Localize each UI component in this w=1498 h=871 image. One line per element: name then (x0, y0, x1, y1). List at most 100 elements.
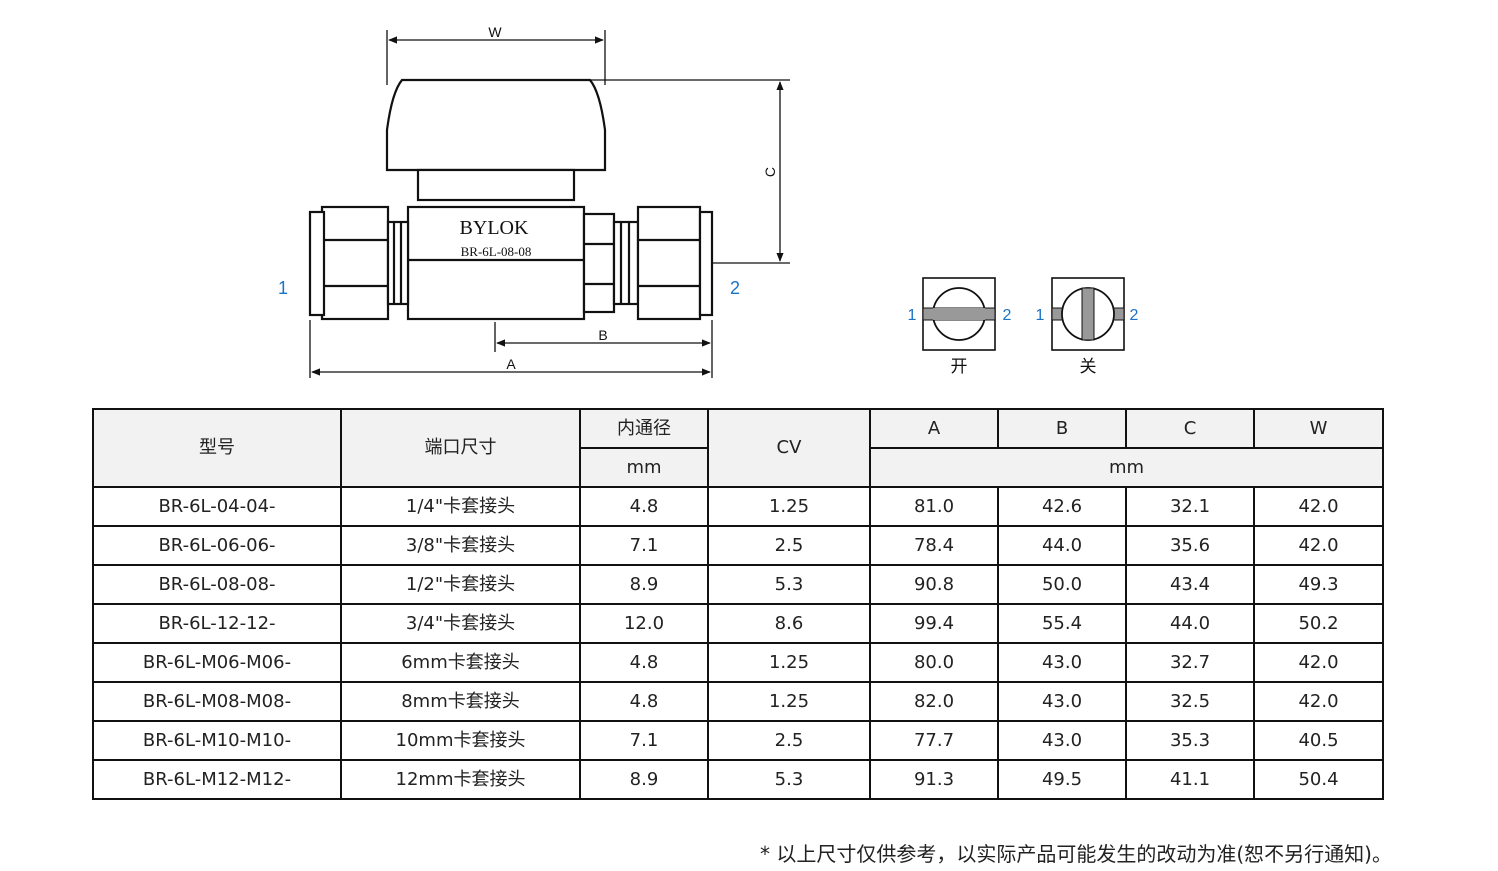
handle-state-open (922, 277, 996, 351)
cell-a: 99.4 (869, 603, 999, 644)
cell-a: 77.7 (869, 720, 999, 761)
cell-model: BR-6L-M06-M06- (92, 642, 342, 683)
cell-a: 80.0 (869, 642, 999, 683)
port-label-right: 2 (730, 278, 740, 298)
dimension-a (309, 320, 711, 378)
valve-body (308, 205, 714, 321)
table-unit-row: mm mm (93, 447, 1384, 488)
dimension-b (494, 320, 713, 378)
cell-b: 50.0 (997, 564, 1127, 605)
cell-c: 32.7 (1125, 642, 1255, 683)
disclaimer-note: * 以上尺寸仅供参考，以实际产品可能发生的改动为准(恕不另行通知)。 (760, 842, 1392, 866)
cell-c: 43.4 (1125, 564, 1255, 605)
cell-model: BR-6L-M12-M12- (92, 759, 342, 800)
cell-cv: 1.25 (707, 486, 871, 527)
cell-bore: 4.8 (579, 486, 709, 527)
cell-b: 55.4 (997, 603, 1127, 644)
cell-b: 43.0 (997, 720, 1127, 761)
cell-c: 41.1 (1125, 759, 1255, 800)
cell-c: 35.6 (1125, 525, 1255, 566)
cell-model: BR-6L-04-04- (92, 486, 342, 527)
cell-model: BR-6L-M10-M10- (92, 720, 342, 761)
cell-bore: 8.9 (579, 759, 709, 800)
cell-b: 43.0 (997, 642, 1127, 683)
header-bore-unit: mm (579, 447, 709, 488)
cell-bore: 4.8 (579, 681, 709, 722)
cell-w: 42.0 (1253, 525, 1384, 566)
cell-b: 49.5 (997, 759, 1127, 800)
cell-a: 82.0 (869, 681, 999, 722)
header-b: B (997, 408, 1127, 449)
handle-open-label: 开 (951, 357, 968, 377)
cell-a: 81.0 (869, 486, 999, 527)
dim-label-w: W (488, 24, 502, 40)
cell-bore: 7.1 (579, 720, 709, 761)
header-model: 型号 (92, 408, 342, 488)
header-w: W (1253, 408, 1384, 449)
cell-cv: 5.3 (707, 564, 871, 605)
dimension-w (386, 30, 606, 85)
cell-c: 44.0 (1125, 603, 1255, 644)
cell-port: 12mm卡套接头 (340, 759, 581, 800)
cell-a: 90.8 (869, 564, 999, 605)
cell-b: 43.0 (997, 681, 1127, 722)
handle-closed-port-right: 2 (1130, 307, 1139, 324)
cell-c: 32.1 (1125, 486, 1255, 527)
cell-model: BR-6L-12-12- (92, 603, 342, 644)
handle-state-closed (1051, 277, 1125, 351)
cell-bore: 4.8 (579, 642, 709, 683)
cell-a: 78.4 (869, 525, 999, 566)
cell-b: 42.6 (997, 486, 1127, 527)
cell-w: 49.3 (1253, 564, 1384, 605)
header-a: A (869, 408, 999, 449)
cell-bore: 7.1 (579, 525, 709, 566)
handle-closed-label: 关 (1080, 357, 1097, 377)
header-dim-unit: mm (869, 447, 1384, 488)
cell-cv: 1.25 (707, 681, 871, 722)
cell-cv: 5.3 (707, 759, 871, 800)
cell-port: 8mm卡套接头 (340, 681, 581, 722)
cell-c: 32.5 (1125, 681, 1255, 722)
cell-model: BR-6L-06-06- (92, 525, 342, 566)
cell-w: 42.0 (1253, 486, 1384, 527)
cell-w: 42.0 (1253, 642, 1384, 683)
header-c: C (1125, 408, 1255, 449)
cell-c: 35.3 (1125, 720, 1255, 761)
cell-cv: 8.6 (707, 603, 871, 644)
dim-label-a: A (506, 356, 516, 372)
cell-w: 42.0 (1253, 681, 1384, 722)
cell-port: 10mm卡套接头 (340, 720, 581, 761)
table-header-row: 型号 端口尺寸 内通径 CV A B C W (92, 408, 1384, 488)
cell-port: 6mm卡套接头 (340, 642, 581, 683)
body-model-marking: BR-6L-08-08 (461, 244, 532, 259)
cell-a: 91.3 (869, 759, 999, 800)
cell-port: 3/8"卡套接头 (340, 525, 581, 566)
valve-dimension-drawing: W C BYLOK BR-6L-08-08 1 2 (278, 24, 1139, 378)
handle-open-port-right: 2 (1003, 307, 1012, 324)
dimension-c (590, 79, 790, 264)
header-bore: 内通径 (579, 408, 709, 449)
dim-label-b: B (598, 327, 607, 343)
cell-model: BR-6L-08-08- (92, 564, 342, 605)
body-brand: BYLOK (460, 217, 529, 239)
cell-cv: 2.5 (707, 720, 871, 761)
handle-open-port-left: 1 (908, 307, 917, 324)
cell-model: BR-6L-M08-M08- (92, 681, 342, 722)
cell-bore: 8.9 (579, 564, 709, 605)
cell-cv: 1.25 (707, 642, 871, 683)
header-port-size: 端口尺寸 (340, 408, 581, 488)
cell-w: 50.4 (1253, 759, 1384, 800)
cell-bore: 12.0 (579, 603, 709, 644)
cell-port: 1/2"卡套接头 (340, 564, 581, 605)
valve-handle (385, 78, 607, 202)
dimension-table: 型号 端口尺寸 内通径 CV A B C W mm mm BR-6L-04-04… (92, 408, 1384, 800)
